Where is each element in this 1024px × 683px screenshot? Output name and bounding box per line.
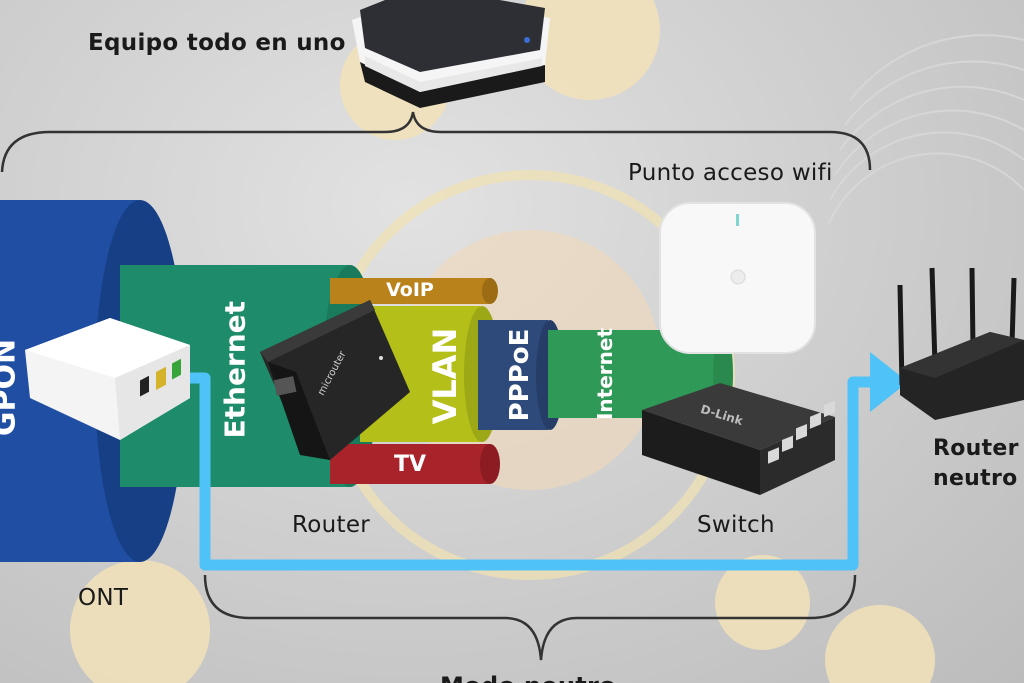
neutral-router-device-icon	[897, 267, 1024, 420]
bg-bubble	[825, 605, 935, 683]
wifi-access-point-icon	[659, 202, 816, 354]
switch-label: Switch	[697, 512, 775, 538]
vlan-label: VLAN	[426, 327, 464, 425]
mini-router-device-icon	[260, 300, 410, 460]
top-brace	[0, 111, 872, 173]
switch-device-icon	[642, 383, 835, 495]
arrow-icon	[870, 352, 908, 412]
fiber-label: GPON	[0, 338, 23, 437]
all-in-one-label: Equipo todo en uno	[88, 30, 346, 56]
router-label: Router	[292, 512, 371, 538]
tv-label: TV	[393, 452, 427, 477]
ethernet-label: Ethernet	[218, 300, 252, 439]
cable-line	[190, 372, 870, 571]
wifi-waves-icon	[827, 34, 1024, 226]
bottom-caption: Modo neutro	[440, 672, 616, 683]
tv-band	[330, 444, 500, 484]
neutral-router-label-line2: neutro	[933, 466, 1018, 491]
ont-device-icon	[25, 318, 190, 440]
bg-bubble	[715, 555, 810, 650]
voip-band	[330, 278, 498, 304]
internet-label: Internet	[593, 327, 617, 421]
ont-label: ONT	[78, 585, 129, 611]
all-in-one-device-icon	[352, 0, 550, 108]
voip-label: VoIP	[386, 279, 434, 301]
wifi-ap-label: Punto acceso wifi	[628, 160, 833, 186]
bottom-brace	[203, 574, 857, 661]
neutral-router-label-line1: Router	[933, 436, 1019, 461]
pppoe-label: PPPoE	[505, 328, 535, 422]
bg-bubble	[70, 560, 210, 683]
